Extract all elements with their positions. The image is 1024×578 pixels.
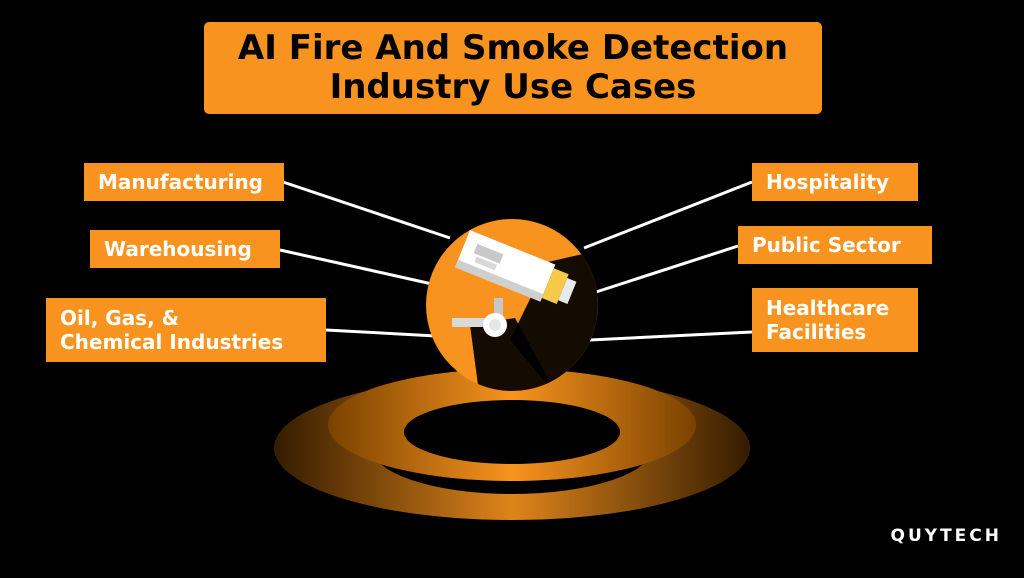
ripple-rings xyxy=(274,369,750,520)
label-text: Public Sector xyxy=(752,233,901,257)
label-hospitality: Hospitality xyxy=(752,163,918,201)
label-manufacturing: Manufacturing xyxy=(84,163,284,201)
label-warehousing: Warehousing xyxy=(90,230,280,268)
title-line-2: Industry Use Cases xyxy=(329,67,697,107)
label-text: Warehousing xyxy=(104,237,252,261)
security-camera-icon xyxy=(426,219,598,391)
brand-logo: QUYTECH xyxy=(890,526,1002,546)
label-public-sector: Public Sector xyxy=(738,226,932,264)
label-text: Manufacturing xyxy=(98,170,263,194)
label-text: Hospitality xyxy=(766,170,889,194)
label-oil-gas-chemical: Oil, Gas, & Chemical Industries xyxy=(46,298,326,362)
title-banner: AI Fire And Smoke Detection Industry Use… xyxy=(204,22,822,114)
label-text-line-2: Chemical Industries xyxy=(60,330,284,354)
label-text-line-1: Oil, Gas, & xyxy=(60,306,180,330)
label-text-line-2: Facilities xyxy=(766,320,867,344)
label-healthcare-facilities: Healthcare Facilities xyxy=(752,288,918,352)
title-line-1: AI Fire And Smoke Detection xyxy=(237,28,789,68)
connector-lines xyxy=(279,180,753,342)
label-text-line-1: Healthcare xyxy=(766,296,890,320)
